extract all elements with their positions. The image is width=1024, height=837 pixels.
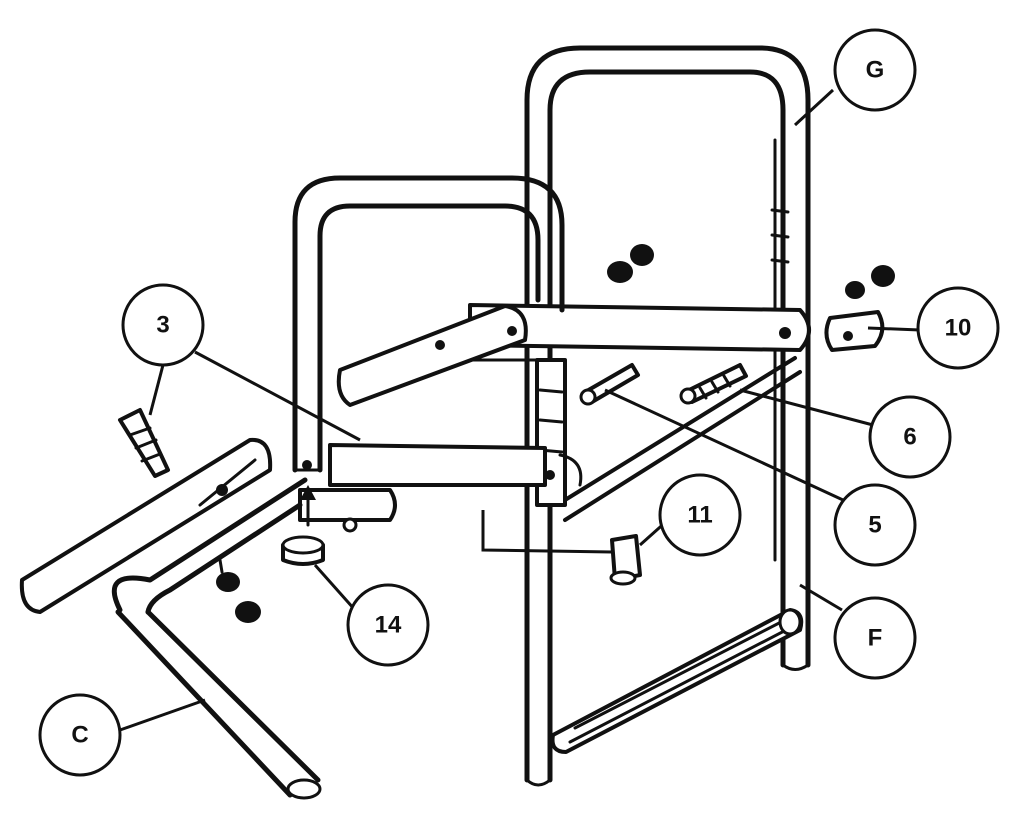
svg-text:C: C: [71, 722, 88, 749]
callout-c: C: [38, 693, 122, 777]
callout-g: G: [833, 28, 917, 112]
callout-3: 3: [121, 283, 205, 367]
svg-text:10: 10: [945, 315, 972, 342]
callout-10: 10: [916, 286, 1000, 370]
leader-lines: [119, 88, 921, 732]
svg-text:11: 11: [687, 502, 712, 529]
svg-text:6: 6: [903, 424, 916, 451]
top-crossbar: [468, 303, 811, 362]
svg-text:G: G: [866, 57, 885, 84]
cap-14: [281, 535, 325, 566]
bottom-step-bar: [550, 608, 804, 754]
svg-text:F: F: [868, 625, 883, 652]
callout-11: 11: [658, 473, 742, 557]
svg-text:14: 14: [375, 612, 402, 639]
pivot-coupling: [298, 485, 397, 533]
callout-5: 5: [833, 483, 917, 567]
callout-f: F: [833, 596, 917, 680]
nuts-under-arm: [216, 558, 261, 623]
clip-10: [824, 310, 885, 352]
callout-14: 14: [346, 583, 430, 667]
left-foot-arm: [19, 437, 273, 614]
nuts-top: [607, 244, 654, 283]
diagonal-arm: [336, 304, 528, 407]
lower-horizontal-bar: [328, 443, 583, 487]
callout-6: 6: [868, 395, 952, 479]
curved-leg-c: [111, 477, 322, 800]
cap-11: [609, 534, 642, 586]
nuts-right: [845, 265, 895, 299]
svg-text:3: 3: [156, 312, 169, 339]
bolt-3: [118, 408, 170, 478]
front-frame: [292, 175, 565, 473]
svg-text:5: 5: [868, 512, 881, 539]
bolt-6: [679, 363, 748, 405]
bolt-5: [579, 363, 640, 406]
